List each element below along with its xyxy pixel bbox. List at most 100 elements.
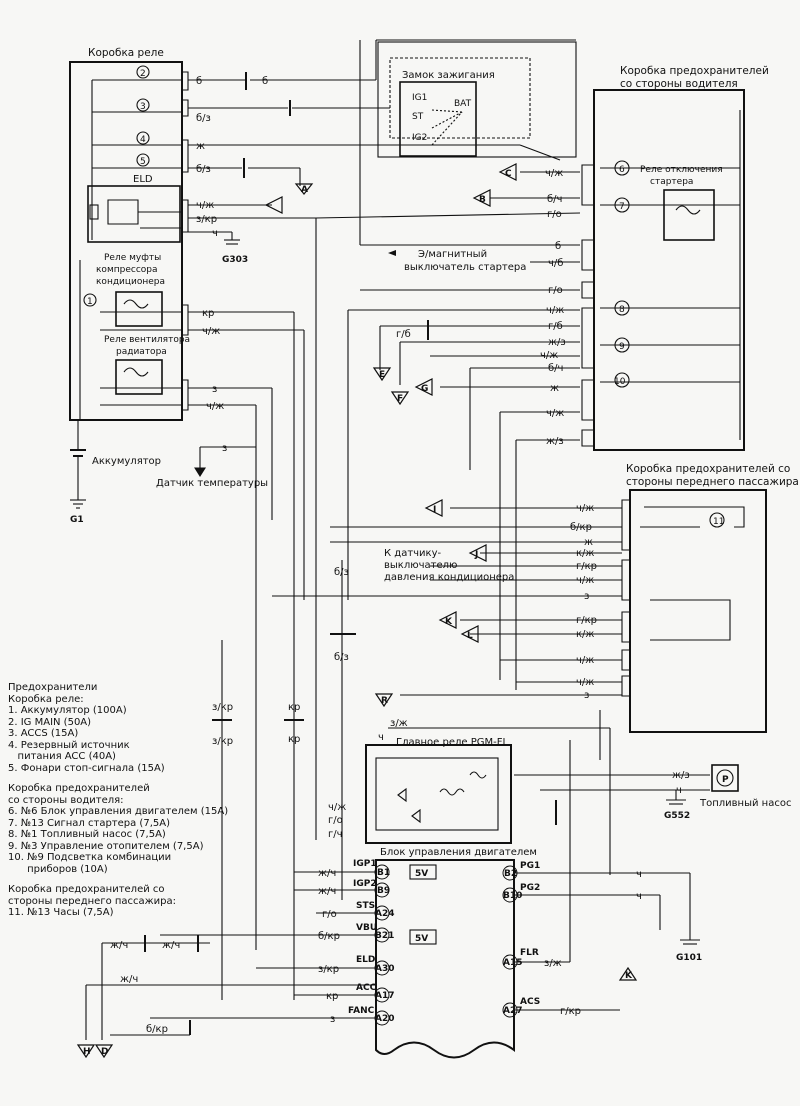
legend-item: 9. №3 Управление отопителем (7,5А) — [8, 840, 204, 852]
wire-label: ж/ч — [120, 974, 138, 985]
ecu-pin-flr: FLR — [520, 948, 539, 958]
wire-label: ч — [676, 785, 682, 796]
legend-item: 7. №13 Сигнал стартера (7,5А) — [8, 817, 170, 829]
wire-label: ч/ж — [540, 350, 558, 361]
legend-item: 6. №6 Блок управления двигателем (15А) — [8, 806, 229, 817]
connector-k-right — [438, 611, 457, 629]
ac-clutch-relay-line3: кондиционера — [96, 277, 165, 287]
wire-label: з/кр — [212, 702, 233, 713]
connector-j — [468, 544, 487, 562]
passenger-fuse-box: Коробка предохранителей со стороны перед… — [621, 463, 799, 733]
pgm-relay-label: Главное реле PGM-FI — [396, 737, 505, 748]
ecu-pin-acc: ACC — [356, 983, 377, 993]
legend-item: 5. Фонари стоп-сигнала (15А) — [8, 762, 165, 774]
starter-cut-relay-1: Реле отключения — [640, 165, 723, 175]
wire-label: ч/ж — [576, 677, 594, 688]
ignition-switch: Замок зажигания IG1 ST IG2 BAT — [377, 41, 577, 158]
connector-l — [460, 625, 479, 643]
fuse-6 — [614, 160, 630, 176]
connector-j-letter: J — [474, 550, 478, 560]
driver-fuse-box: Коробка предохранителей со стороны водит… — [581, 65, 769, 451]
legend-driver-heading-2: со стороны водителя: — [8, 794, 124, 806]
ecu-pin-a17: A17 — [375, 991, 395, 1001]
wire-label: б/з — [196, 113, 211, 124]
wire-label: к/ж — [576, 629, 594, 640]
fuse-10-number: 10 — [614, 377, 626, 387]
passenger-box-title-2: стороны переднего пассажира — [626, 476, 799, 488]
wire-label: ж — [550, 383, 559, 394]
wire-label: з/ж — [390, 718, 408, 729]
wire-label: б/кр — [318, 931, 340, 942]
connector-a-letter: A — [301, 185, 308, 195]
fuel-pump-icon: P — [722, 775, 729, 785]
ac-clutch-relay-line1: Реле муфты — [104, 253, 161, 263]
ecu-pin-fanc: FANC — [348, 1006, 375, 1016]
wire-label: б — [555, 241, 561, 252]
wire-label: г/о — [548, 285, 563, 296]
ecu-pin-igp1: IGP1 — [353, 859, 377, 869]
wire-label: ж/з — [548, 337, 566, 348]
wire-label: г/б — [396, 329, 411, 340]
legend-passenger-heading-1: Коробка предохранителей со — [8, 884, 165, 895]
wire-label: ч/ж — [545, 168, 563, 179]
wire-label: ч/ж — [202, 326, 220, 337]
wire-label: б/кр — [146, 1024, 168, 1035]
fan-relay — [115, 359, 163, 395]
legend-item: 1. Аккумулятор (100А) — [8, 705, 127, 716]
ground-g101: G101 — [676, 953, 702, 963]
connector-r-letter: R — [381, 696, 388, 706]
legend-item: приборов (10А) — [8, 863, 108, 875]
connector-f — [390, 391, 410, 406]
wire-label: г/кр — [576, 615, 597, 626]
connector-e — [372, 367, 392, 382]
wire-label: з/кр — [212, 736, 233, 747]
fuse-5-number: 5 — [140, 157, 146, 167]
ecu-5v-2: 5V — [415, 934, 428, 944]
connector-c — [498, 163, 517, 181]
ecu-pin-b21: B21 — [375, 931, 394, 941]
fuse-8-number: 8 — [619, 305, 625, 315]
wire-label: ч/ж — [206, 401, 224, 412]
fan-relay-line2: радиатора — [116, 347, 167, 357]
ecu-pin-eld: ELD — [356, 955, 375, 965]
fuse-7-number: 7 — [619, 202, 625, 212]
wire-label: ч — [212, 228, 218, 239]
connector-b — [472, 189, 491, 207]
eld-label: ELD — [133, 174, 153, 185]
wire-label: б — [196, 76, 202, 87]
wire-label: ж/з — [546, 436, 564, 447]
fuse-3-number: 3 — [140, 102, 146, 112]
connector-g — [414, 378, 433, 396]
wire-label: з — [212, 384, 217, 395]
legend-item: 8. №1 Топливный насос (7,5А) — [8, 829, 166, 840]
legend-item: 10. №9 Подсветка комбинации — [8, 852, 172, 863]
ground-g1: G1 — [70, 515, 84, 525]
wire-label: б — [262, 76, 268, 87]
connector-h — [76, 1044, 96, 1059]
connector-b-letter: B — [479, 195, 486, 205]
ecu-pin-sts: STS — [356, 901, 375, 911]
wire-label: ч/б — [548, 258, 563, 269]
ignition-ig1: IG1 — [412, 93, 427, 103]
wire-label: г/о — [328, 815, 343, 826]
connector-i-top — [264, 196, 283, 214]
connector-g-letter: G — [421, 384, 428, 394]
fuse-9 — [614, 337, 630, 353]
wire-label: кр — [288, 702, 300, 713]
starter-cut-relay — [663, 189, 715, 241]
wire-label: б/ч — [548, 363, 563, 374]
wire-label: г/б — [548, 321, 563, 332]
passenger-box-title-1: Коробка предохранителей со — [626, 463, 790, 475]
battery: Аккумулятор G1 — [70, 420, 161, 525]
wire-label: ч/ж — [546, 408, 564, 419]
legend-driver-heading-1: Коробка предохранителей — [8, 783, 150, 794]
driver-box-title-1: Коробка предохранителей — [620, 65, 769, 77]
fuse-6-number: 6 — [619, 165, 625, 175]
ac-clutch-relay — [115, 291, 163, 327]
wire-harness: P — [85, 39, 739, 1059]
connector-k-letter: K — [445, 617, 453, 627]
ecu-pin-pg1: PG1 — [520, 861, 540, 871]
ecu-pin-b2: B2 — [504, 869, 517, 879]
ac-pressure-1: К датчику- — [384, 548, 442, 559]
